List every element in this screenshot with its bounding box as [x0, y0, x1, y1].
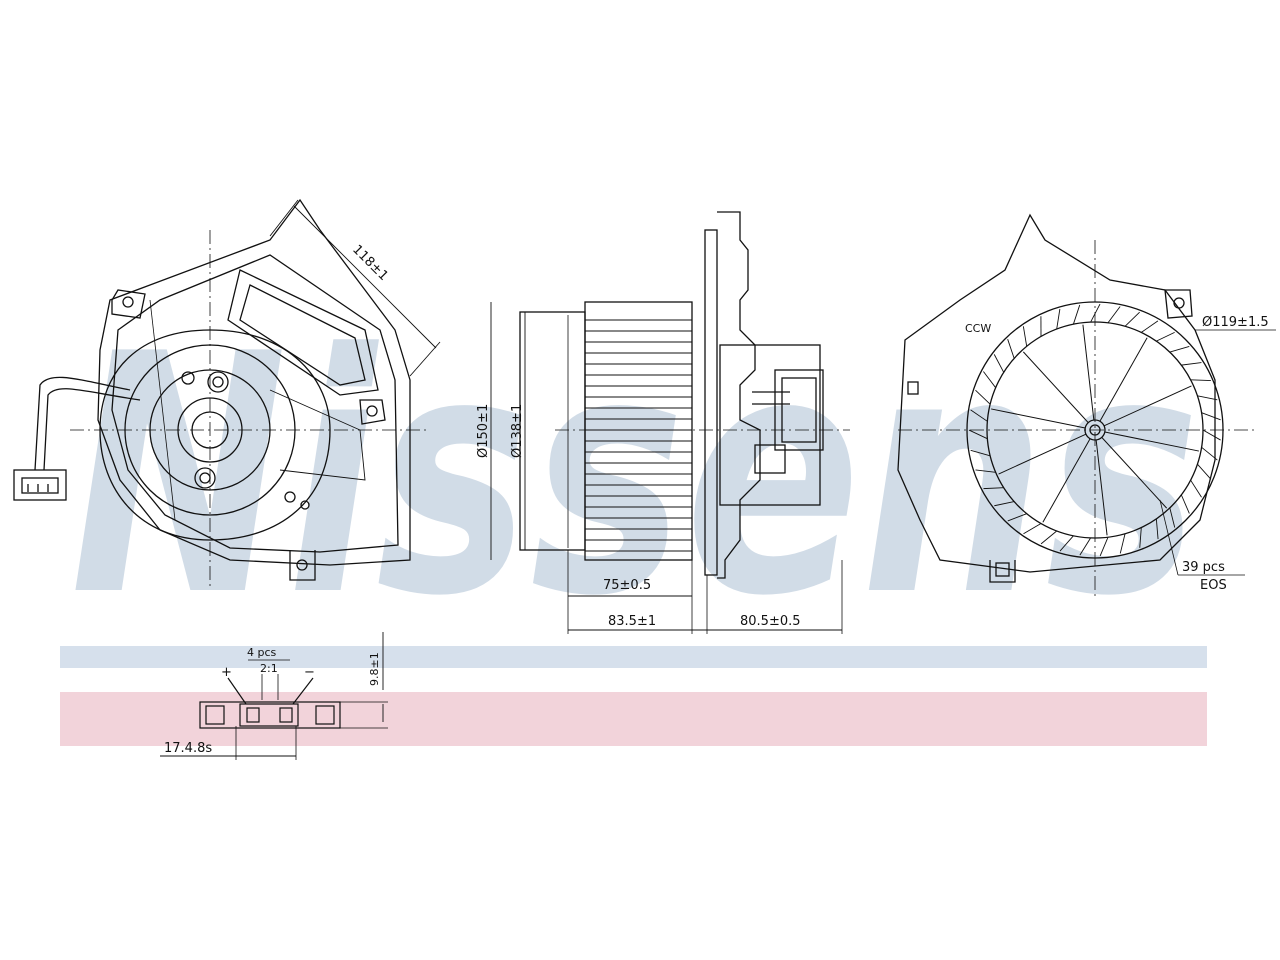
impeller-blade	[1090, 303, 1101, 323]
impeller-spoke	[1099, 337, 1148, 422]
impeller-blade	[1056, 308, 1061, 330]
impeller-blade	[970, 409, 988, 422]
dim-dia-150: Ø150±1	[476, 404, 491, 458]
impeller-spoke	[1022, 351, 1089, 423]
blade-count-note: EOS	[1200, 578, 1227, 593]
impeller-blade	[1201, 446, 1218, 461]
impeller-blade	[1107, 306, 1121, 324]
impeller-blade	[970, 449, 991, 457]
impeller-blade	[1155, 518, 1159, 540]
impeller-spokes	[991, 324, 1199, 536]
side-view	[490, 211, 850, 634]
connector-detail	[160, 632, 388, 760]
conn-width: 17.4.8s	[164, 741, 212, 756]
impeller-blade	[1124, 311, 1140, 327]
impeller-blade	[975, 469, 996, 473]
watermark-band-blue	[60, 646, 1207, 668]
dim-ccw: CCW	[965, 322, 991, 335]
impeller-blade	[1023, 523, 1042, 535]
dim-dia-119: Ø119±1.5	[1202, 315, 1269, 330]
wheel-ribs	[585, 319, 692, 552]
dim-80: 80.5±0.5	[740, 614, 801, 629]
impeller-blade	[1007, 339, 1015, 359]
impeller-blade	[1141, 320, 1159, 333]
impeller-blade	[1180, 494, 1190, 514]
watermark-band-pink	[60, 692, 1207, 746]
impeller-spoke	[1082, 324, 1095, 421]
impeller-blade	[983, 371, 997, 388]
impeller-blade	[1040, 530, 1057, 545]
impeller-blade	[1169, 507, 1176, 528]
impeller-spoke	[1104, 431, 1199, 452]
impeller-blade	[1156, 331, 1175, 342]
impeller-blade	[993, 354, 1005, 373]
front-view	[13, 198, 441, 590]
watermark: Nissens	[60, 284, 1207, 746]
impeller-blade	[968, 429, 988, 440]
impeller-spoke	[991, 408, 1086, 429]
impeller-blade	[983, 487, 1004, 490]
impeller-blade	[1201, 412, 1221, 421]
impeller-spoke	[1101, 437, 1168, 509]
impeller-blade	[1079, 537, 1092, 556]
impeller-blade	[1197, 463, 1212, 480]
impeller-spoke	[998, 433, 1087, 475]
impeller-view	[897, 213, 1276, 600]
impeller-blade	[1202, 429, 1221, 441]
impeller-blade	[975, 389, 991, 405]
impeller-blade	[1190, 379, 1211, 381]
impeller-blade	[1169, 345, 1190, 353]
conn-plus: +	[221, 665, 232, 680]
impeller-blade	[1072, 304, 1081, 325]
impeller-blade	[1119, 533, 1126, 554]
impeller-blade	[1059, 535, 1074, 552]
impeller-blade	[1022, 326, 1028, 347]
impeller-spoke	[1095, 439, 1108, 536]
impeller-blade	[1197, 395, 1218, 401]
conn-pitch-ratio: 2:1	[260, 662, 278, 675]
conn-pitch: 4 pcs	[247, 646, 277, 659]
impeller-blade	[1181, 362, 1202, 366]
impeller-spoke	[1103, 385, 1192, 427]
conn-minus: −	[304, 665, 315, 680]
impeller-blades	[968, 303, 1221, 557]
impeller-blade	[1007, 513, 1027, 522]
conn-height: 9.8±1	[368, 652, 381, 686]
dim-83: 83.5±1	[608, 614, 656, 629]
impeller-spoke	[1042, 438, 1091, 523]
impeller-blade	[1099, 537, 1109, 557]
impeller-blade	[1190, 479, 1202, 498]
impeller-blade	[1139, 527, 1142, 548]
dim-75: 75±0.5	[603, 578, 651, 593]
impeller-blade	[994, 501, 1015, 507]
watermark-text: Nissens	[70, 284, 1200, 668]
blade-count: 39 pcs	[1182, 560, 1225, 575]
dim-dia-138: Ø138±1	[510, 404, 525, 458]
